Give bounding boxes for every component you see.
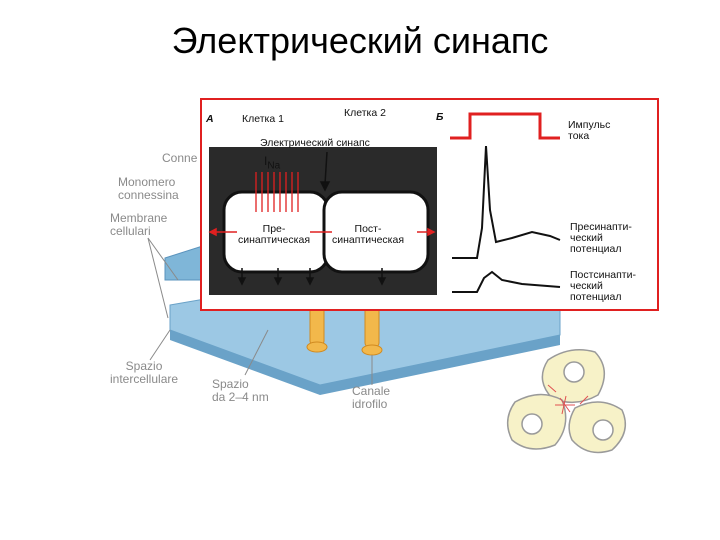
panel-a-label: А (206, 113, 214, 125)
space-width-label: Spazio da 2–4 nm (212, 378, 269, 404)
cell-nuclei (521, 361, 614, 441)
membrane-label-line2: cellulari (110, 224, 151, 238)
cell-2-label: Клетка 2 (344, 107, 386, 119)
pre-label-line1: Пре- (262, 223, 286, 235)
canale-label-line2: idrofilo (352, 397, 388, 411)
postsynaptic-potential-label: Постсинапти- ческий потенциал (570, 270, 636, 303)
pointer-lines (147, 237, 373, 385)
postsyn-label-line1: Постсинапти- (570, 269, 636, 281)
monomer-label-line2: connessina (118, 188, 179, 202)
presynaptic-potential-label: Пресинапти- ческий потенциал (570, 222, 632, 255)
channel-right (361, 304, 383, 356)
page-title: Электрический синапс (171, 20, 549, 61)
channel-left (306, 304, 328, 353)
panel-b-label: Б (436, 111, 444, 123)
presyn-label-line3: потенциал (570, 243, 622, 255)
intercellular-space-label: Spazio intercellulare (110, 360, 178, 386)
spazio2-label-line1: Spazio (212, 377, 249, 391)
lower-membrane-edge (170, 330, 560, 395)
postsynaptic-potential-trace (452, 270, 561, 293)
presyn-label-line2: ческий (570, 232, 603, 244)
current-impulse-trace (450, 112, 560, 140)
presynaptic-label: Пре- синаптическая (238, 223, 311, 246)
na-current-label: INa (264, 154, 281, 172)
connexon-label: Conne (162, 151, 198, 165)
downward-arrows (237, 268, 387, 286)
spazio-label-line1: Spazio (125, 359, 163, 373)
impulse-label-line2: тока (568, 130, 590, 142)
synapse-pointer-arrow (319, 151, 331, 192)
na-current-arrows (255, 172, 299, 212)
membrane-label-line1: Membrane (110, 211, 168, 225)
current-subscript: Na (267, 160, 281, 172)
inset-drawing (208, 112, 561, 295)
electrical-synapse-label: Электрический синапс (260, 137, 370, 149)
cell-1-label: Клетка 1 (242, 113, 284, 125)
post-label-line1: Пост- (354, 223, 382, 235)
presyn-label-line1: Пресинапти- (570, 221, 632, 233)
post-label-line2: синаптическая (332, 234, 405, 246)
canale-label-line1: Canale (352, 384, 391, 398)
monomer-label-line1: Monomero (118, 175, 176, 189)
impulse-label: Импульс тока (568, 120, 610, 142)
spazio-label-line2: intercellulare (110, 372, 179, 386)
pre-label-line2: синаптическая (238, 234, 311, 246)
postsynaptic-label: Пост- синаптическая (332, 223, 405, 246)
membrane-label: Membrane cellulari (110, 212, 167, 238)
postsyn-label-line3: потенциал (570, 291, 622, 303)
postsyn-label-line2: ческий (570, 280, 603, 292)
monomer-label: Monomero connessina (118, 176, 179, 202)
current-symbol: I (264, 154, 268, 168)
presynaptic-potential-trace (452, 145, 561, 259)
spazio2-label-line2: da 2–4 nm (212, 390, 269, 404)
impulse-label-line1: Импульс (568, 119, 611, 131)
hydrophilic-channel-label: Canale idrofilo (352, 385, 390, 411)
electrical-synapse-inset: А Клетка 1 Клетка 2 Б Электрический сина… (200, 98, 659, 311)
junction-marks (547, 384, 589, 415)
